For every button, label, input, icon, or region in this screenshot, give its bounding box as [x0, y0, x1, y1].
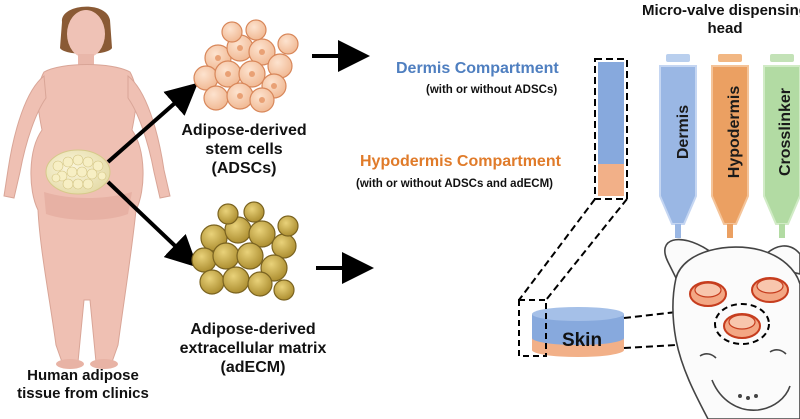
adecm-matrix-illustration: [191, 201, 299, 301]
skin-dashed-box: [518, 299, 547, 357]
hypodermis-compartment-note: (with or without ADSCs and adECM): [356, 178, 553, 190]
dermis-compartment-title: Dermis Compartment: [396, 60, 559, 77]
arrow-to-adscs: [106, 82, 199, 164]
adecm-label: Adipose-derived extracellular matrix (ad…: [179, 321, 327, 377]
dermis-compartment-note: (with or without ADSCs): [426, 84, 558, 96]
leader-to-mouse-bottom: [623, 341, 729, 349]
adscs-cell-cluster-illustration: [193, 19, 299, 113]
mouse-implant-right: [751, 277, 789, 303]
arrow-to-adecm: [106, 180, 198, 268]
dispensing-head-title: Micro-valve dispensing head: [642, 2, 800, 37]
skin-label: Skin: [562, 330, 602, 351]
implant-highlight-circle: [714, 303, 770, 345]
projection-line-left: [518, 198, 596, 301]
syringe-hypodermis: Hypodermis: [711, 54, 749, 238]
adscs-label: Adipose-derived stem cells (ADSCs): [181, 122, 307, 178]
projection-line-right: [545, 198, 628, 301]
human-figure-illustration: [3, 6, 171, 369]
syringe-label-dermis: Dermis: [675, 105, 692, 159]
syringe-label-hypodermis: Hypodermis: [726, 86, 743, 179]
syringe-crosslinker: Crosslinker: [763, 54, 800, 238]
syringe-label-crosslinker: Crosslinker: [777, 88, 794, 176]
syringe-dermis: Dermis: [659, 54, 697, 238]
hypodermis-compartment-title: Hypodermis Compartment: [360, 153, 561, 170]
mouse-implant-left: [689, 281, 727, 307]
mouse-implant-center: [723, 313, 761, 339]
source-label: Human adipose tissue from clinics: [17, 367, 149, 402]
compartment-column: [594, 58, 628, 200]
skin-construct: Skin: [532, 307, 624, 357]
